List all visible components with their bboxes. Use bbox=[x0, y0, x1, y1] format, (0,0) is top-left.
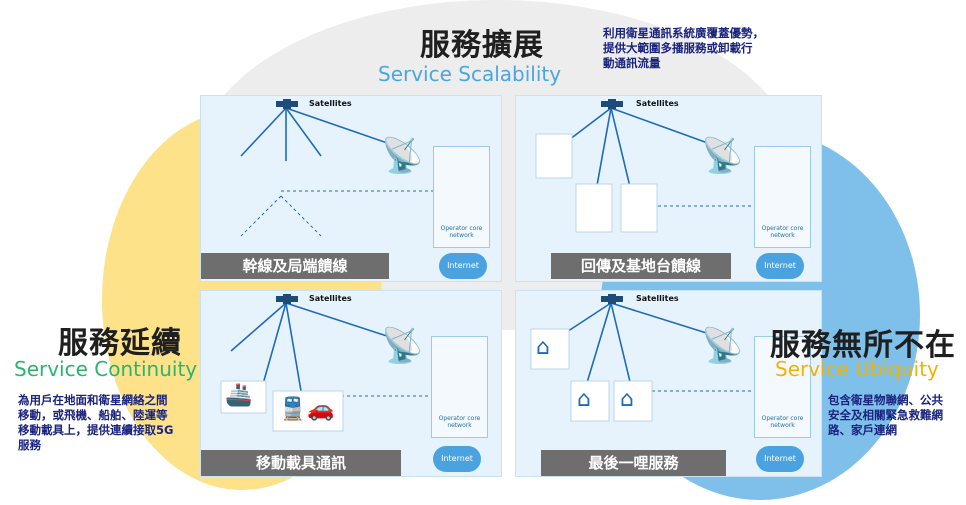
panel-label-mobility: 移動載具通訊 bbox=[201, 450, 401, 476]
network-diagram bbox=[530, 294, 761, 422]
satellite-dish-icon: 📡 bbox=[701, 136, 744, 176]
core-label: Operator core network bbox=[761, 415, 804, 429]
ubiquity-title-zh: 服務無所不在 bbox=[770, 328, 956, 363]
continuity-desc-line: 為用戶在地面和衛星網絡之間 bbox=[18, 393, 168, 407]
satellite-dish-icon: 📡 bbox=[381, 136, 424, 176]
satellites-label: Satellites bbox=[309, 294, 352, 303]
core-label: Operator core network bbox=[440, 225, 483, 239]
satellite-dish-icon: 📡 bbox=[701, 326, 744, 366]
core-label: Operator core network bbox=[438, 415, 481, 429]
network-diagram bbox=[220, 294, 436, 432]
car-icon: 🚗 bbox=[307, 397, 335, 422]
continuity-title-zh: 服務延續 bbox=[58, 326, 182, 361]
operator-core-network: Operator core network bbox=[754, 146, 811, 248]
panel-backbone: Satellites 📡 Operator core network 幹線及局端… bbox=[200, 95, 502, 282]
internet-cloud-icon: Internet bbox=[439, 253, 487, 279]
scalability-title-en: Service Scalability bbox=[378, 62, 562, 86]
scalability-desc-line: 動通訊流量 bbox=[603, 56, 661, 70]
house-icon: ⌂ bbox=[577, 387, 591, 412]
panel-label-backhaul: 回傳及基地台饋線 bbox=[551, 253, 731, 279]
continuity-description: 為用戶在地面和衛星網絡之間 移動，或飛機、船舶、陸運等 移動載具上，提供連續接取… bbox=[18, 393, 173, 453]
operator-core-network: Operator core network bbox=[431, 336, 488, 438]
network-diagram bbox=[535, 99, 761, 233]
satellites-label: Satellites bbox=[309, 99, 352, 108]
train-icon: 🚆 bbox=[279, 397, 307, 422]
satellites-label: Satellites bbox=[636, 294, 679, 303]
continuity-title-en: Service Continuity bbox=[14, 357, 198, 381]
operator-core-network: Operator core network bbox=[754, 336, 811, 438]
continuity-desc-line: 服務 bbox=[18, 438, 41, 452]
panel-mobility: Satellites 📡 🚢 🚆 🚗 Operator core network… bbox=[200, 290, 502, 477]
continuity-desc-line: 移動載具上，提供連續接取5G bbox=[18, 423, 174, 437]
operator-core-network: Operator core network bbox=[433, 146, 490, 248]
continuity-desc-line: 移動，或飛機、船舶、陸運等 bbox=[18, 408, 168, 422]
ship-icon: 🚢 bbox=[225, 383, 253, 408]
panel-label-last-mile: 最後一哩服務 bbox=[541, 450, 726, 476]
panel-label-backbone: 幹線及局端饋線 bbox=[201, 253, 389, 279]
satellite-dish-icon: 📡 bbox=[381, 326, 424, 366]
scalability-description: 利用衛星通訊系統廣覆蓋優勢， 提供大範圍多播服務或卸載行 動通訊流量 bbox=[603, 26, 764, 71]
ubiquity-desc-line: 路、家戶連網 bbox=[828, 423, 897, 437]
house-icon: ⌂ bbox=[536, 335, 550, 360]
ubiquity-description: 包含衛星物聯網、公共 安全及相關緊急救難網 路、家戶連網 bbox=[828, 393, 943, 438]
ubiquity-title-en: Service Ubiquity bbox=[775, 357, 939, 381]
scalability-desc-line: 提供大範圍多播服務或卸載行 bbox=[603, 41, 753, 55]
ubiquity-desc-line: 安全及相關緊急救難網 bbox=[828, 408, 943, 422]
scalability-title-zh: 服務擴展 bbox=[420, 28, 544, 63]
panel-last-mile: Satellites ⌂ ⌂ ⌂ 📡 Operator core network… bbox=[515, 290, 822, 477]
house-icon: ⌂ bbox=[620, 387, 634, 412]
internet-cloud-icon: Internet bbox=[756, 446, 804, 472]
internet-cloud-icon: Internet bbox=[433, 446, 481, 472]
panel-backhaul: Satellites 📡 Operator core network 回傳及基地… bbox=[515, 95, 822, 282]
internet-cloud-icon: Internet bbox=[756, 253, 804, 279]
scalability-desc-line: 利用衛星通訊系統廣覆蓋優勢， bbox=[603, 26, 764, 40]
core-label: Operator core network bbox=[761, 225, 804, 239]
ubiquity-desc-line: 包含衛星物聯網、公共 bbox=[828, 393, 943, 407]
satellites-label: Satellites bbox=[636, 99, 679, 108]
network-diagram bbox=[240, 99, 441, 237]
